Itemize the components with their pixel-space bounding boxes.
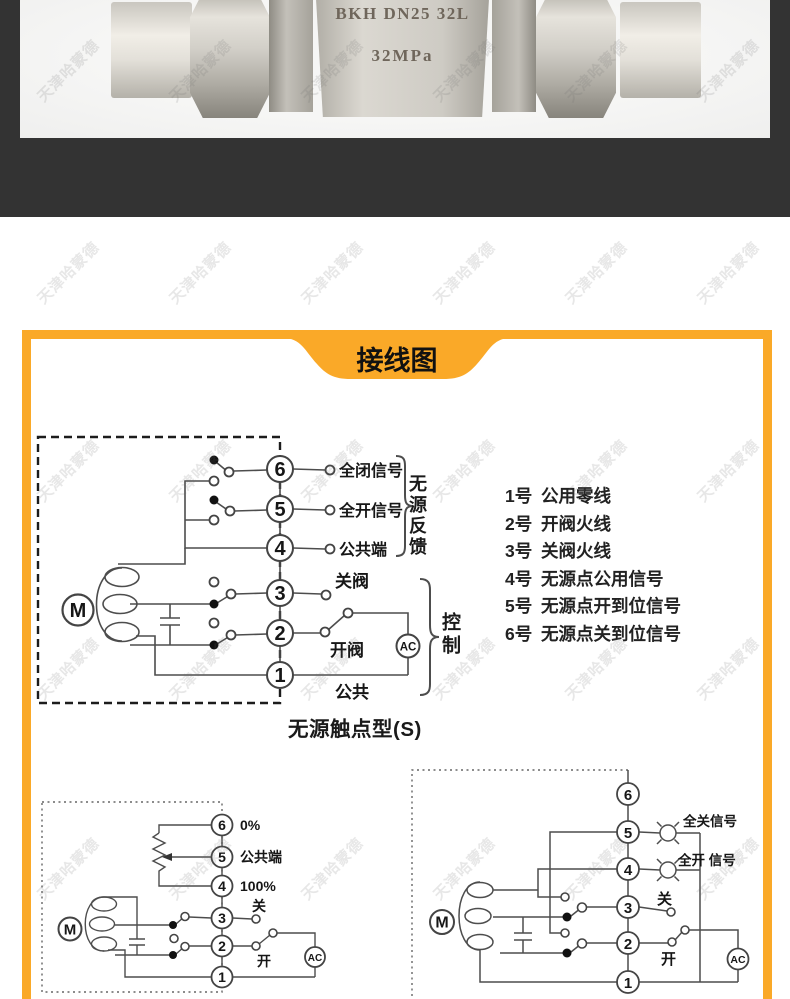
label-full-close-signal: 全关信号 <box>682 813 737 829</box>
valve-pipe-end-right <box>620 2 701 98</box>
ac-source: AC <box>726 947 750 971</box>
brace-feedback <box>395 455 414 557</box>
wire-number-list: 1号公用零线 2号开阀火线 3号关阀火线 4号无源点公用信号 5号无源点开到位信… <box>505 483 681 648</box>
ac-source: AC <box>304 946 326 968</box>
label-common-terminal: 公共端 <box>339 540 387 559</box>
lamp-full-open <box>656 858 680 882</box>
valve-body <box>315 0 490 117</box>
actuator-enclosure-dashed <box>36 435 282 705</box>
terminal-5: 5 <box>218 849 226 865</box>
label-0pct: 0% <box>240 817 261 833</box>
terminal-5: 5 <box>274 499 285 521</box>
label-open: 开 <box>257 953 271 969</box>
label-100pct: 100% <box>240 878 276 894</box>
signal-labels: 全关信号 全开 信号 关 开 <box>657 813 737 968</box>
watermark-text: 天津哈蒙德 <box>34 238 104 308</box>
ac-label: AC <box>308 953 322 964</box>
label-common-terminal: 公共端 <box>240 849 282 865</box>
valve-collar-left <box>269 0 313 112</box>
terminal-2: 2 <box>218 938 226 954</box>
diagram-potentiometer: M AC 6 5 4 3 2 1 <box>41 801 326 993</box>
ac-label: AC <box>400 642 417 654</box>
label-full-close-signal: 全闭信号 <box>338 461 403 480</box>
terminal-6: 6 <box>274 459 285 481</box>
terminal-1: 1 <box>624 975 632 992</box>
valve-collar-right <box>492 0 536 112</box>
signal-labels: 0% 公共端 100% 关 开 <box>240 817 282 969</box>
switch-contacts <box>208 455 354 650</box>
wiring-section-frame <box>22 330 772 999</box>
terminal-strip: 6 5 4 3 2 1 <box>210 813 234 989</box>
ac-label: AC <box>730 954 746 966</box>
label-open: 开 <box>661 951 676 968</box>
motor-symbol: M <box>429 881 494 951</box>
signal-labels: 全闭信号 全开信号 公共端 关阀 开阀 公共 <box>330 461 403 702</box>
terminal-6: 6 <box>218 817 226 833</box>
terminal-2: 2 <box>274 623 285 645</box>
section-title-tab <box>283 338 511 379</box>
terminal-4: 4 <box>274 538 286 560</box>
section-title: 接线图 <box>356 346 438 376</box>
terminal-4: 4 <box>218 878 226 894</box>
ac-source: AC <box>395 633 421 659</box>
label-control: 控制 <box>439 612 460 658</box>
actuator-enclosure-dotted <box>411 769 628 999</box>
wiper-arrow <box>162 853 172 861</box>
motor-label: M <box>70 600 87 622</box>
label-passive-feedback: 无源反馈 <box>407 474 427 558</box>
lamp-full-close <box>656 821 680 845</box>
terminal-6: 6 <box>624 787 632 804</box>
watermark-text: 天津哈蒙德 <box>694 238 764 308</box>
list-item: 5号无源点开到位信号 <box>505 596 681 616</box>
wires <box>104 824 316 978</box>
valve-hex-nut-left <box>190 0 270 118</box>
label-common: 公共 <box>335 683 369 702</box>
list-item: 2号开阀火线 <box>505 513 611 534</box>
potentiometer-resistor <box>151 832 167 877</box>
diagram-passive-contact: M AC <box>36 435 440 705</box>
valve-pipe-end-left <box>111 2 192 98</box>
watermark-text: 天津哈蒙德 <box>430 238 500 308</box>
wires <box>479 770 739 983</box>
watermark-text: 天津哈蒙德 <box>562 238 632 308</box>
terminal-3: 3 <box>218 910 226 926</box>
label-full-open-signal: 全开 信号 <box>677 852 736 868</box>
terminal-1: 1 <box>274 665 285 687</box>
label-close: 关 <box>657 890 672 908</box>
valve-product-photo: BKH DN25 32L 32MPa <box>20 0 770 138</box>
valve-stamp-model: BKH DN25 32L <box>335 4 470 23</box>
switch-contacts <box>169 911 278 959</box>
label-close: 关 <box>252 898 266 914</box>
list-item: 3号关阀火线 <box>505 541 611 561</box>
terminal-4: 4 <box>624 862 633 879</box>
terminal-1: 1 <box>218 969 226 985</box>
motor-label: M <box>64 922 77 939</box>
terminal-5: 5 <box>624 825 632 842</box>
list-item: 6号无源点关到位信号 <box>505 623 681 644</box>
valve-hex-nut-right <box>536 0 616 118</box>
diagram-lamp-indication: M AC 6 5 4 3 2 1 <box>411 769 750 999</box>
hero-band: BKH DN25 32L 32MPa <box>0 0 790 217</box>
valve-stamp-pressure: 32MPa <box>371 46 434 65</box>
terminal-strip: 6 5 4 3 2 1 <box>616 782 640 994</box>
motor-symbol: M <box>61 566 140 643</box>
motor-symbol: M <box>57 896 118 952</box>
diagram-caption: 无源触点型(S) <box>288 718 422 741</box>
terminal-strip: 6 5 4 3 2 1 <box>266 455 294 689</box>
list-item: 4号无源点公用信号 <box>505 568 664 589</box>
label-full-open-signal: 全开信号 <box>338 501 403 520</box>
label-open-valve: 开阀 <box>330 640 364 660</box>
terminal-3: 3 <box>274 583 285 605</box>
brace-control <box>419 578 440 696</box>
motor-label: M <box>435 915 448 932</box>
list-item: 1号公用零线 <box>505 486 611 506</box>
watermark-text: 天津哈蒙德 <box>298 238 368 308</box>
label-close-valve: 关阀 <box>335 571 369 591</box>
terminal-3: 3 <box>624 900 632 917</box>
watermark-text: 天津哈蒙德 <box>166 238 236 308</box>
terminal-2: 2 <box>624 936 632 953</box>
switch-contacts <box>560 892 690 958</box>
